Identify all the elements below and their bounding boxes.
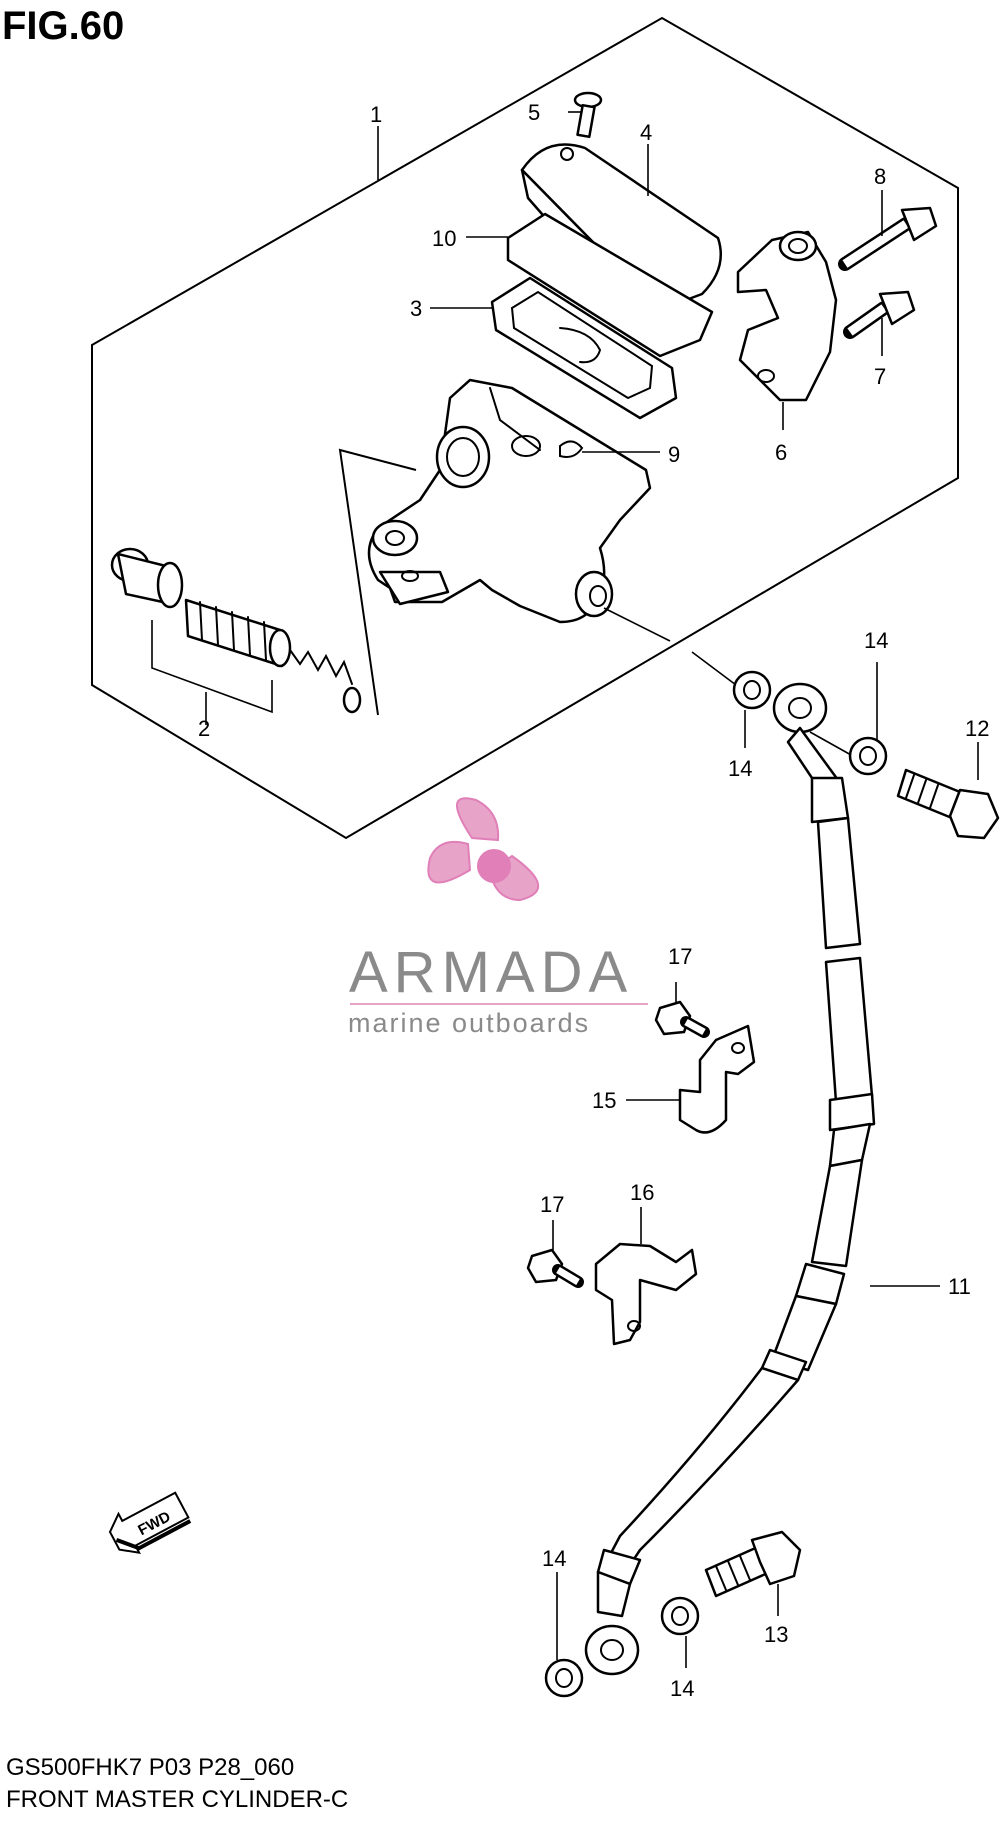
callout-16: 16 [630,1180,654,1205]
banjo-bolt-upper [896,768,1000,840]
handlebar-clamp [736,230,838,402]
bracket-bolt-upper [654,1000,710,1038]
retaining-clip [559,440,584,458]
clamp-bolt-short [843,290,916,339]
callout-12: 12 [965,716,989,741]
brand-tagline: marine outboards [348,1008,590,1038]
assembly-leader [338,448,417,716]
washer-upper-left [732,670,772,710]
callout-14-d: 14 [670,1676,694,1701]
cap-screw [573,91,603,139]
assembly-frame [91,16,959,840]
figure-title: FIG.60 [2,4,125,48]
callout-15: 15 [592,1088,616,1113]
callout-14-b: 14 [864,628,888,653]
callout-5: 5 [528,100,540,125]
clamp-bolt-long [838,206,938,271]
callout-4: 4 [640,120,652,145]
figure-footer: GS500FHK7 P03 P28_060 FRONT MASTER CYLIN… [6,1752,348,1816]
callout-6: 6 [775,440,787,465]
brake-hose [584,682,876,1676]
leader-lines [377,111,979,1668]
callout-10: 10 [432,226,456,251]
washer-lower-left [544,1658,584,1698]
fwd-arrow-icon: FWD [108,1491,192,1554]
banjo-bolt-lower [704,1530,802,1598]
callout-14-c: 14 [542,1546,566,1571]
washer-upper-right [848,736,888,776]
hose-bracket-15 [678,1024,756,1134]
armada-logo-icon [427,797,539,902]
callout-3: 3 [410,296,422,321]
bracket-bolt-lower [526,1248,584,1288]
diaphragm-plate [506,212,714,358]
callout-17-a: 17 [668,944,692,969]
piston-bracket [151,620,273,714]
callout-14-a: 14 [728,756,752,781]
brand-name: ARMADA [349,940,633,1005]
callout-11: 11 [948,1274,971,1299]
callout-8: 8 [874,164,886,189]
callout-13: 13 [764,1622,788,1647]
callout-7: 7 [874,364,886,389]
hose-bracket-16 [594,1242,698,1346]
model-code: GS500FHK7 P03 P28_060 [6,1754,295,1781]
master-cylinder-body [367,378,652,624]
callout-1: 1 [370,102,382,127]
piston-assembly [110,547,362,714]
callout-2: 2 [198,716,210,741]
washer-lower-right [660,1596,700,1636]
diaphragm [490,276,678,420]
callout-9: 9 [668,442,680,467]
callout-17-b: 17 [540,1192,564,1217]
figure-caption: FRONT MASTER CYLINDER-C [6,1786,349,1813]
